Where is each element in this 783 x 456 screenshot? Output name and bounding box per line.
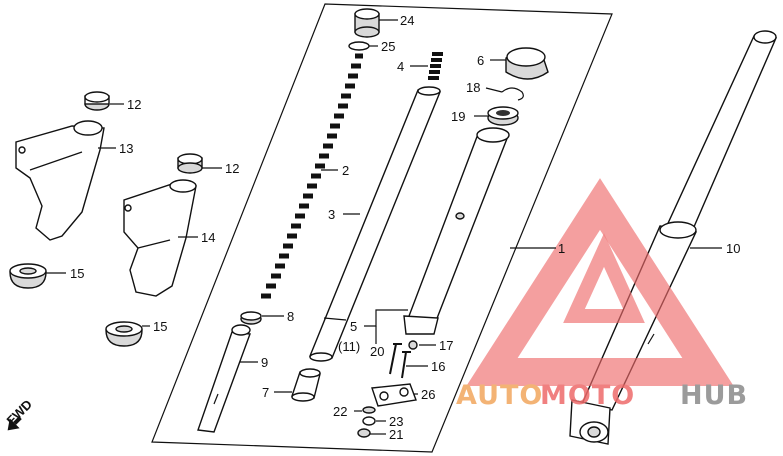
part-15-lower-seal xyxy=(105,321,143,347)
part-21-washer xyxy=(357,428,371,438)
assembly-frame xyxy=(151,3,613,453)
label-part-22: 22 xyxy=(333,404,347,419)
label-part-3: 3 xyxy=(328,207,335,222)
label-part-15-upper: 15 xyxy=(70,266,84,281)
part-12-lower xyxy=(177,153,203,174)
label-part-17: 17 xyxy=(439,338,453,353)
part-20-socket-bolt xyxy=(389,343,402,375)
watermark-triangle-logo xyxy=(466,178,734,386)
forward-direction-arrow xyxy=(7,416,22,431)
part-3-fork-pipe xyxy=(308,86,442,362)
label-part-4: 4 xyxy=(397,59,404,74)
label-part-5: 5 xyxy=(350,319,357,334)
part-23-nut xyxy=(362,416,376,426)
part-16-bolt xyxy=(401,351,411,379)
part-8-piston-ring xyxy=(240,311,262,325)
watermark-text-hub: HUB xyxy=(680,380,748,411)
label-part-1: 1 xyxy=(558,241,565,256)
watermark-text-auto: AUTO xyxy=(456,380,543,411)
label-part-19: 19 xyxy=(451,109,465,124)
part-24-cap-bolt xyxy=(354,8,380,38)
label-part-14: 14 xyxy=(201,230,215,245)
watermark-text-moto: MOTO xyxy=(540,380,635,411)
label-part-26: 26 xyxy=(421,387,435,402)
label-part-7: 7 xyxy=(262,385,269,400)
part-26-axle-holder xyxy=(371,383,417,407)
part-6-dust-seal xyxy=(505,47,549,80)
label-part-12-lower: 12 xyxy=(225,161,239,176)
part-19-oil-seal xyxy=(487,106,519,126)
label-part-20: 20 xyxy=(370,344,384,359)
automotohub-watermark: AUTO MOTO HUB xyxy=(456,178,748,411)
label-part-24: 24 xyxy=(400,13,414,28)
part-13-bottom-bridge xyxy=(15,120,105,241)
label-part-25: 25 xyxy=(381,39,395,54)
part-14-upper-bridge xyxy=(123,179,197,297)
label-part-23: 23 xyxy=(389,414,403,429)
label-part-11: (11) xyxy=(338,339,360,354)
label-part-10: 10 xyxy=(726,241,740,256)
part-22-washer xyxy=(362,406,376,414)
label-part-15-lower: 15 xyxy=(153,319,167,334)
label-part-21: 21 xyxy=(389,427,403,442)
label-part-9: 9 xyxy=(261,355,268,370)
part-4-rebound-spring xyxy=(428,52,443,80)
label-part-2: 2 xyxy=(342,163,349,178)
part-18-stopper-clip xyxy=(501,87,524,101)
label-part-18: 18 xyxy=(466,80,480,95)
part-25-o-ring xyxy=(348,41,370,51)
label-part-12-upper: 12 xyxy=(127,97,141,112)
label-part-6: 6 xyxy=(477,53,484,68)
part-15-upper-seal xyxy=(9,263,47,289)
leader-lines xyxy=(46,19,722,435)
part-9-damper-rod xyxy=(197,324,251,433)
part-2-fork-spring xyxy=(261,53,363,299)
part-17-washer xyxy=(408,340,418,350)
fwd-label: FWD xyxy=(4,397,36,429)
label-part-13: 13 xyxy=(119,141,133,156)
label-part-8: 8 xyxy=(287,309,294,324)
label-part-16: 16 xyxy=(431,359,445,374)
part-12-upper xyxy=(84,91,110,111)
part-7-spacer xyxy=(291,368,321,402)
part-5-bottom-case xyxy=(403,127,510,335)
